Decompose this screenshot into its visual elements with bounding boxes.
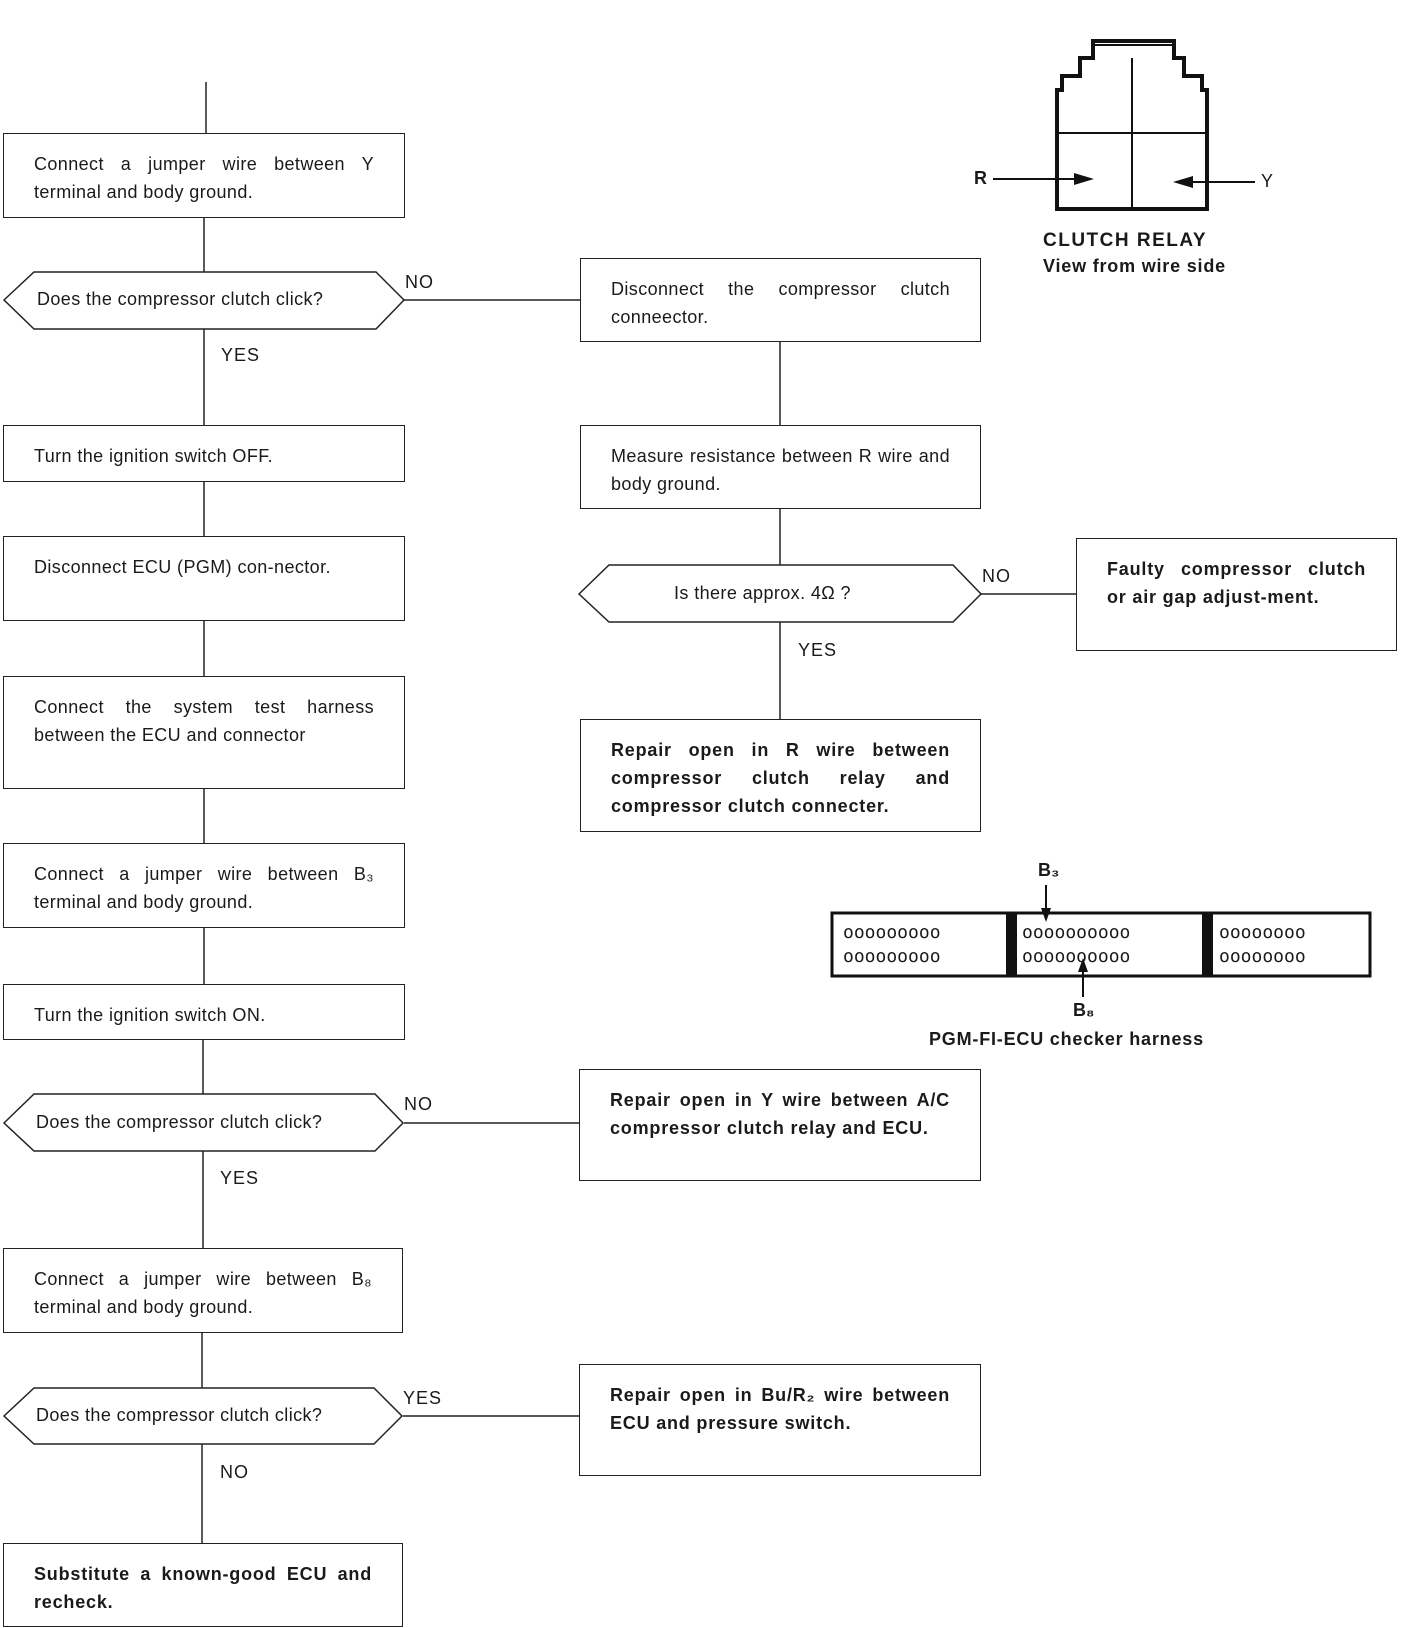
step-connect-jumper-b3: Connect a jumper wire between B₃ termina… — [3, 843, 405, 928]
step-connect-test-harness: Connect the system test harness between … — [3, 676, 405, 789]
decision-diamond-1 — [2, 271, 406, 330]
decision-diamond-3 — [2, 1387, 404, 1445]
decision-1-no-label: NO — [405, 272, 434, 292]
decision-1-yes-label: YES — [221, 345, 261, 365]
result-faulty-clutch: Faulty compressor clutch or air gap adju… — [1076, 538, 1397, 651]
harness-seg2-row2: oooooooooo — [1022, 946, 1131, 967]
decision-diamond-right — [577, 564, 983, 623]
decision-resistance-yes-label: YES — [798, 640, 838, 660]
relay-pin-r-label: R — [974, 168, 987, 188]
step-measure-resistance: Measure resistance between R wire and bo… — [580, 425, 981, 509]
harness-seg1-row2: ooooooooo — [843, 946, 941, 967]
step-text: Connect the system test harness between … — [34, 697, 374, 745]
step-text: Measure resistance between R wire and bo… — [611, 446, 950, 494]
step-text: Connect a jumper wire between B₈ termina… — [34, 1269, 372, 1317]
step-substitute-ecu: Substitute a known-good ECU and recheck. — [3, 1543, 403, 1627]
step-text: Substitute a known-good ECU and recheck. — [34, 1564, 372, 1612]
step-text: Connect a jumper wire between B₃ termina… — [34, 864, 374, 912]
result-text: Repair open in Y wire between A/C compre… — [610, 1090, 950, 1138]
step-connect-jumper-b8: Connect a jumper wire between B₈ termina… — [3, 1248, 403, 1333]
step-ignition-on: Turn the ignition switch ON. — [3, 984, 405, 1040]
decision-1-label: Does the compressor clutch click? — [37, 289, 324, 309]
step-text: Connect a jumper wire between Y terminal… — [34, 154, 374, 202]
step-text: Turn the ignition switch OFF. — [34, 446, 274, 466]
relay-title: CLUTCH RELAY — [1043, 230, 1208, 251]
result-text: Faulty compressor clutch or air gap adju… — [1107, 559, 1366, 607]
harness-seg1-row1: ooooooooo — [843, 922, 941, 943]
decision-2-no-label: NO — [404, 1094, 433, 1114]
result-repair-y-wire: Repair open in Y wire between A/C compre… — [579, 1069, 981, 1181]
decision-3-yes-label: YES — [403, 1388, 443, 1408]
result-repair-r-wire: Repair open in R wire between compressor… — [580, 719, 981, 832]
relay-pin-y-label: Y — [1261, 171, 1274, 191]
decision-resistance-no-label: NO — [982, 566, 1011, 586]
step-disconnect-clutch-connector: Disconnect the compressor clutch conneec… — [580, 258, 981, 342]
harness-seg2-row1: oooooooooo — [1022, 922, 1131, 943]
decision-2-yes-label: YES — [220, 1168, 260, 1188]
decision-resistance-label: Is there approx. 4Ω ? — [674, 583, 851, 603]
harness-caption: PGM-FI-ECU checker harness — [929, 1029, 1204, 1049]
step-connect-jumper-y: Connect a jumper wire between Y terminal… — [3, 133, 405, 218]
result-text: Repair open in Bu/R₂ wire between ECU an… — [610, 1385, 950, 1433]
decision-3-label: Does the compressor clutch click? — [36, 1405, 323, 1425]
harness-seg3-row2: oooooooo — [1219, 946, 1306, 967]
decision-3-no-label: NO — [220, 1462, 249, 1482]
harness-seg3-row1: oooooooo — [1219, 922, 1306, 943]
result-repair-bu-r2-wire: Repair open in Bu/R₂ wire between ECU an… — [579, 1364, 981, 1476]
step-text: Disconnect the compressor clutch conneec… — [611, 279, 950, 327]
harness-drawing — [830, 885, 1372, 997]
decision-2-label: Does the compressor clutch click? — [36, 1112, 323, 1132]
decision-diamond-2 — [2, 1093, 405, 1152]
harness-b8-label: B₈ — [1073, 1000, 1095, 1020]
harness-b3-label: B₃ — [1038, 860, 1060, 880]
step-text: Turn the ignition switch ON. — [34, 1005, 266, 1025]
result-text: Repair open in R wire between compressor… — [611, 740, 950, 816]
step-disconnect-ecu: Disconnect ECU (PGM) con-nector. — [3, 536, 405, 621]
step-ignition-off: Turn the ignition switch OFF. — [3, 425, 405, 482]
relay-subtitle: View from wire side — [1043, 256, 1226, 276]
clutch-relay-drawing — [993, 39, 1255, 211]
step-text: Disconnect ECU (PGM) con-nector. — [34, 557, 331, 577]
